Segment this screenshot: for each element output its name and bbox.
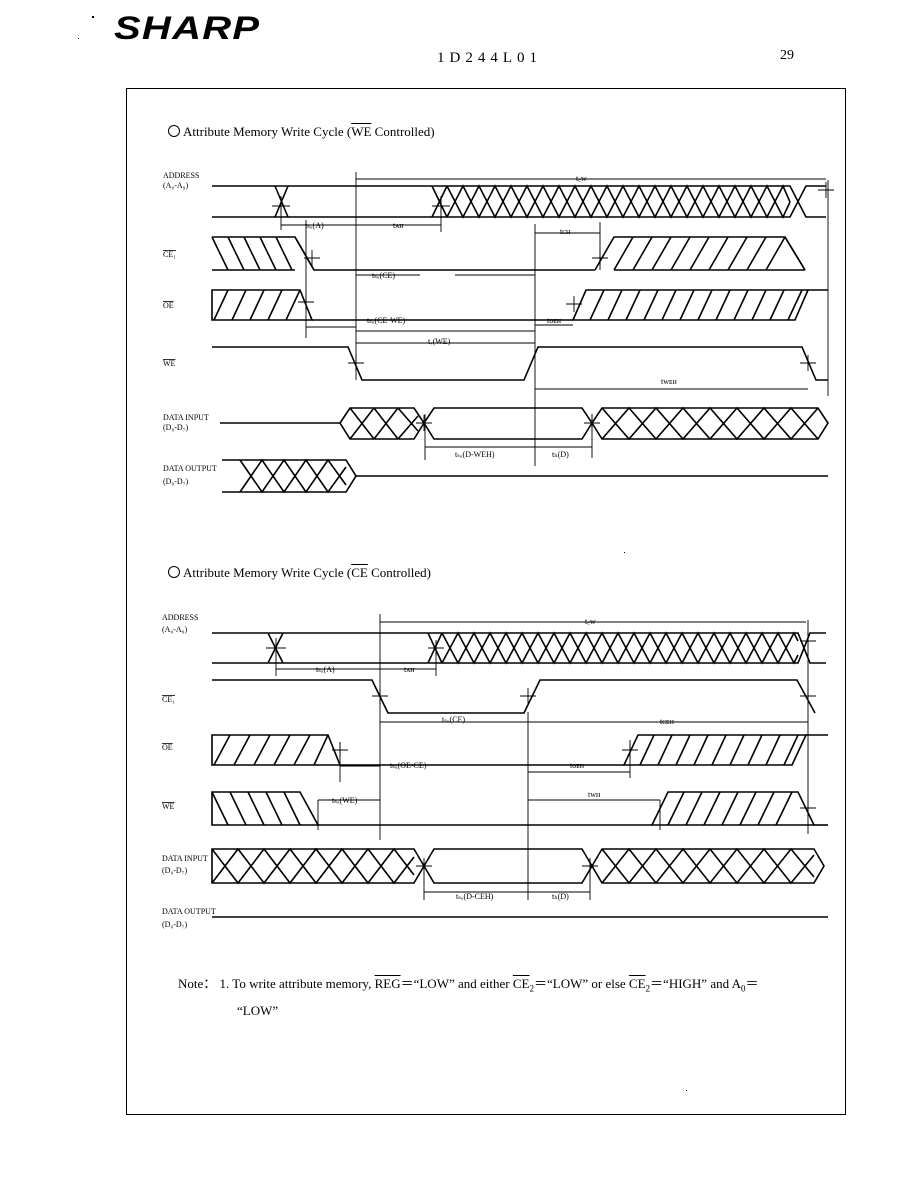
d1-waveform-we: [212, 346, 828, 381]
label-we: WE: [162, 802, 175, 811]
circle-bullet-icon: [168, 125, 180, 137]
note-text: 1. To write attribute memory, REG＝“LOW” …: [219, 976, 759, 994]
d1-waveform-data-output: [222, 458, 828, 494]
label-data-output: DATA OUTPUT: [162, 907, 216, 916]
label-tsu-we: tₛᵤ(WE): [332, 796, 358, 805]
label-tweh: tᴡᴇʜ: [661, 377, 678, 386]
label-tsu-a: tₛᵤ(A): [316, 665, 335, 674]
label-data-input-range: (D₀-D₇): [163, 423, 188, 432]
d2-timing-labels: t꜀ᴡ tₛᵤ(A) tᴀʜ tₛᵤ(CE) tᴄᴇʜ tₛᵤ(OE-CE) t…: [316, 617, 675, 901]
label-data-input: DATA INPUT: [163, 413, 209, 422]
label-address: ADDRESS: [162, 613, 198, 622]
label-data-output-range: (D₀-D₇): [163, 477, 188, 486]
label-tceh: tᴄᴇʜ: [660, 717, 675, 726]
d2-waveform-oe: [211, 734, 828, 766]
label-data-input: DATA INPUT: [162, 854, 208, 863]
speck: [686, 1090, 687, 1091]
d1-waveform-address: [212, 184, 826, 219]
d1-waveform-oe: [211, 289, 828, 321]
d1-waveform-ce1: [211, 236, 806, 271]
label-toeh: tᴏᴇʜ: [547, 316, 562, 325]
label-th-d: tₕ(D): [552, 450, 569, 459]
d2-waveform-data-input: [211, 847, 825, 885]
label-data-output: DATA OUTPUT: [163, 464, 217, 473]
page-number: 29: [780, 48, 794, 63]
note-section: Note： 1. To write attribute memory, REG＝…: [178, 973, 828, 1022]
label-tch: tᴄʜ: [560, 227, 571, 236]
label-oe: OE: [163, 301, 174, 310]
label-tw-we: tᵥ(WE): [428, 337, 451, 346]
label-tcw: t꜀ᴡ: [576, 174, 587, 183]
content-frame: [126, 88, 846, 1115]
label-tsu-a: tₛᵤ(A): [305, 221, 324, 230]
d2-waveform-ce1: [212, 679, 816, 714]
label-data-output-range: (D₀-D₇): [162, 920, 187, 929]
label-tah: tᴀʜ: [404, 665, 415, 674]
d2-transition-markers: [266, 633, 816, 874]
label-toeh: tᴏᴇʜ: [570, 761, 585, 770]
d2-timing-arrows: [276, 621, 808, 893]
label-th-d: tₕ(D): [552, 892, 569, 901]
label-twh: tᴡʜ: [588, 790, 601, 799]
label-oe: OE: [162, 743, 173, 752]
label-tsu-ce-we: tₛᵤ(CE·WE): [367, 316, 406, 325]
label-address-range: (A₀-A₉): [163, 181, 188, 190]
d2-waveform-we: [211, 791, 828, 826]
diagram1-title: Attribute Memory Write Cycle (WE Control…: [168, 124, 435, 140]
d1-waveform-data-input: [220, 406, 829, 441]
speck: [92, 16, 94, 18]
label-data-input-range: (D₀-D₇): [162, 866, 187, 875]
note-continuation: “LOW”: [237, 1002, 279, 1018]
label-tsu-d-weh: tₛᵤ(D-WEH): [455, 450, 495, 459]
sharp-logo: SHARP: [114, 10, 261, 46]
label-tsu-d-ceh: tₛᵤ(D-CEH): [456, 892, 494, 901]
document-id: 1D244L01: [437, 50, 542, 66]
diagram2-title: Attribute Memory Write Cycle (CE Control…: [168, 565, 431, 581]
note-label: Note：: [178, 976, 217, 991]
label-we: WE: [163, 359, 176, 368]
d2-waveform-address: [212, 631, 826, 665]
label-tah: tᴀʜ: [393, 221, 404, 230]
label-tcw: t꜀ᴡ: [585, 617, 596, 626]
d1-timing-labels: t꜀ᴡ tₛᵤ(A) tᴀʜ tᴄʜ tₛᵤ(CE) tₛᵤ(CE·WE) tᴏ…: [305, 174, 678, 459]
label-ce1: CE₁: [163, 250, 176, 259]
speck: [624, 552, 625, 553]
label-address-range: (A₀-A₉): [162, 625, 187, 634]
label-ce1: CE₁: [162, 695, 175, 704]
label-tsu-ce: tₛᵤ(CE): [442, 715, 465, 724]
speck: [78, 38, 79, 39]
label-tsu-ce: tₛᵤ(CE): [372, 271, 395, 280]
label-tsu-oe-ce: tₛᵤ(OE-CE): [390, 761, 427, 770]
diagram1-signal-labels: ADDRESS (A₀-A₉) CE₁ OE WE DATA INPUT (D₀…: [163, 171, 217, 486]
circle-bullet-icon: [168, 566, 180, 578]
d1-timing-arrows: [281, 178, 826, 448]
label-address: ADDRESS: [163, 171, 199, 180]
d1-transition-markers: [272, 182, 834, 431]
d2-reference-lines: [275, 614, 809, 900]
diagram2-signal-labels: ADDRESS (A₀-A₉) CE₁ OE WE DATA INPUT (D₀…: [162, 613, 216, 929]
